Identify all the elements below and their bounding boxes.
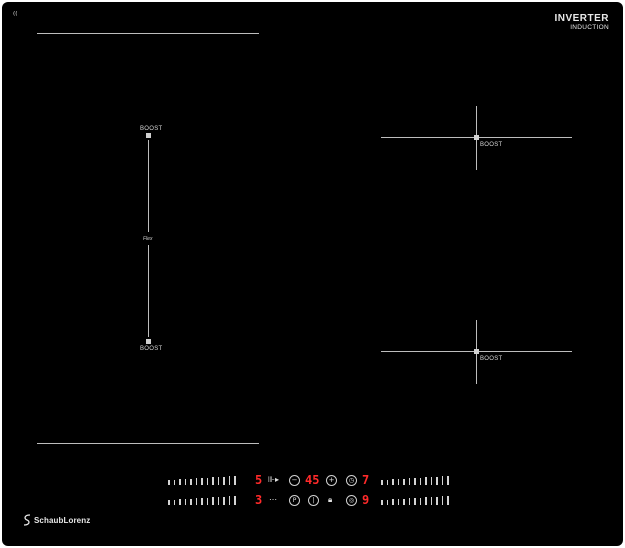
flex-zone-bottom-edge xyxy=(37,443,259,444)
flex-label: Flex xyxy=(143,236,153,242)
flex-boost-bottom-label: BOOST xyxy=(140,346,163,352)
logo-text: SchaubLorenz xyxy=(34,515,91,525)
slider-right-top[interactable] xyxy=(381,476,449,485)
pause-button[interactable]: P xyxy=(289,495,300,506)
timer-icon[interactable]: ◷ xyxy=(346,475,357,486)
play-pause-icon[interactable]: ⊪▸ xyxy=(268,475,279,484)
slider-left-bottom[interactable] xyxy=(168,496,236,505)
display-left-bottom: 3 xyxy=(255,493,263,507)
bridge-icon[interactable]: ⋯ xyxy=(269,495,277,504)
minus-button[interactable]: − xyxy=(289,475,300,486)
flex-boost-top-label: BOOST xyxy=(140,126,163,132)
display-right-bottom: 9 xyxy=(362,493,370,507)
brand-logo: SchaubLorenz xyxy=(22,514,90,526)
flex-zone-top-edge xyxy=(37,33,259,34)
logo-mark-icon xyxy=(23,514,31,526)
flex-divider-lower xyxy=(148,245,149,337)
flex-boost-top-indicator[interactable] xyxy=(146,133,151,138)
timer-display: 45 xyxy=(305,473,320,487)
flex-divider-upper xyxy=(148,140,149,232)
child-lock-sensor-icon[interactable]: ⁽⁽ xyxy=(13,11,18,21)
slider-right-bottom[interactable] xyxy=(381,496,449,505)
power-button[interactable]: | xyxy=(308,495,319,506)
brand-inverter: INVERTER xyxy=(554,13,609,24)
zone-rb-boost-label: BOOST xyxy=(480,356,503,362)
flex-boost-bottom-indicator[interactable] xyxy=(146,339,151,344)
display-right-top: 7 xyxy=(362,473,370,487)
lock-icon[interactable]: 🔒︎ xyxy=(328,495,333,504)
zone-rb-boost-indicator[interactable] xyxy=(474,349,479,354)
brand-induction: INDUCTION xyxy=(570,24,609,31)
plus-button[interactable]: + xyxy=(326,475,337,486)
display-left-top: 5 xyxy=(255,473,263,487)
slider-left-top[interactable] xyxy=(168,476,236,485)
keep-warm-icon[interactable]: ◎ xyxy=(346,495,357,506)
zone-rt-boost-indicator[interactable] xyxy=(474,135,479,140)
brand-badge: INVERTER INDUCTION xyxy=(554,14,609,32)
zone-rt-boost-label: BOOST xyxy=(480,142,503,148)
